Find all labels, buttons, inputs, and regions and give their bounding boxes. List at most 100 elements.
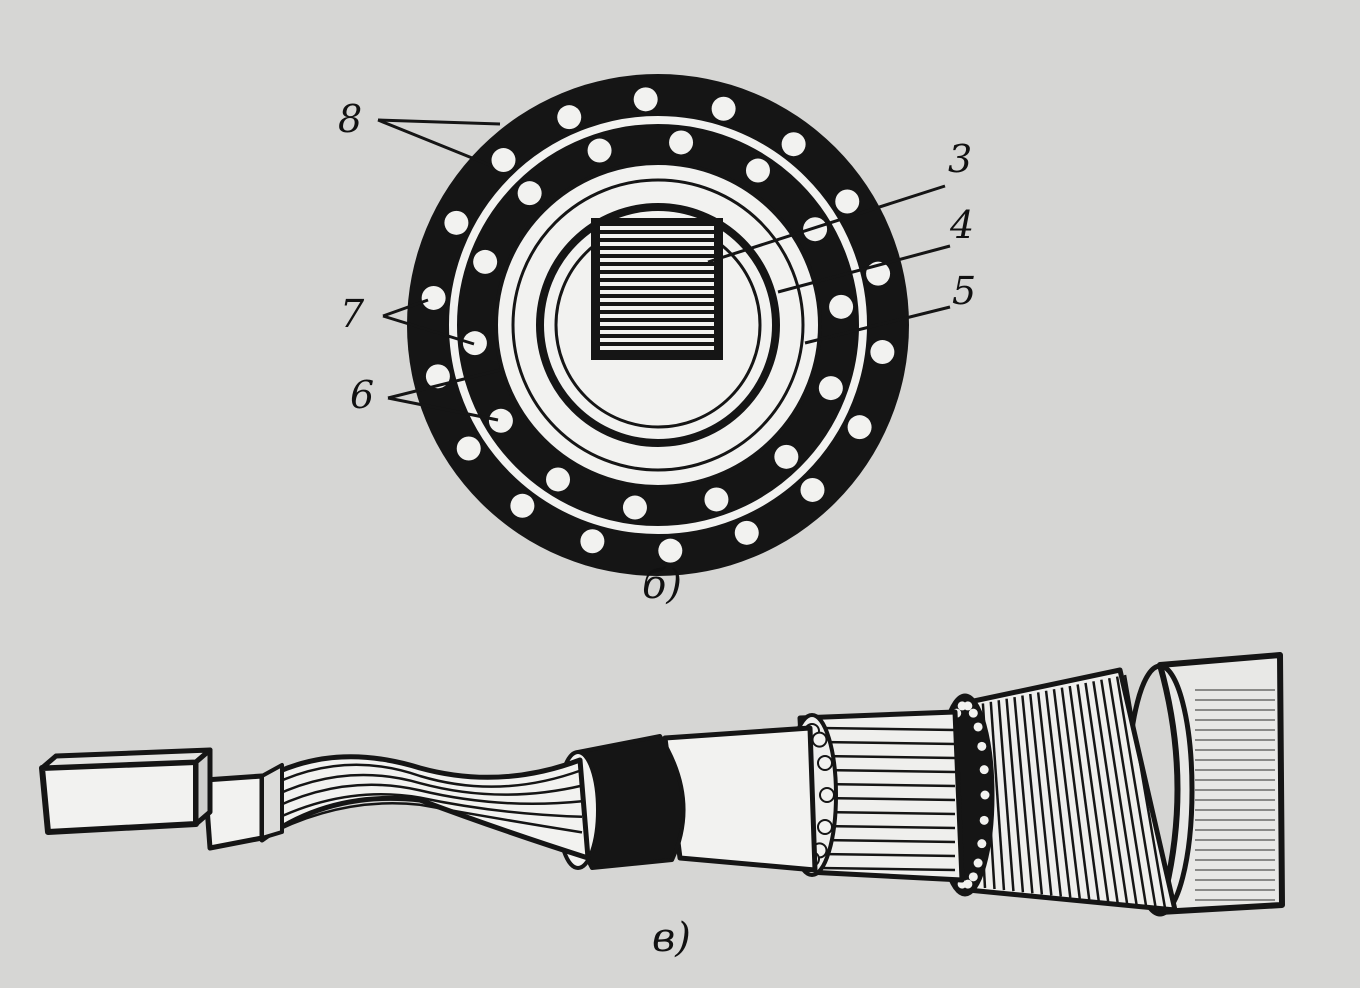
outer-conductor-hole (633, 87, 658, 112)
armour-wire-line (1115, 676, 1157, 908)
armour-wire-line (1029, 693, 1053, 896)
outer-conductor-hole (425, 364, 450, 389)
inner-wire-end-dot (811, 731, 828, 748)
inner-wire-end-dot (819, 787, 835, 803)
inner-conductor-hole (704, 487, 729, 512)
armour-wire-line (1123, 674, 1167, 909)
core-step (202, 773, 265, 851)
cable-cutaway (39, 652, 1285, 917)
twist-line (261, 783, 583, 816)
inner-conductor-hole (829, 294, 854, 319)
twist-line (261, 773, 583, 804)
leader-7b (382, 314, 475, 346)
outer-conductor-hole (456, 436, 481, 461)
outer-conductor-hole (870, 340, 895, 365)
twist-lines (261, 763, 583, 840)
armour-wire-line (1044, 690, 1072, 898)
outer-conductor-hole (444, 210, 469, 235)
label-3: 3 (948, 137, 973, 181)
armour-end-dot (963, 701, 973, 711)
outer-conductor-hole (734, 520, 759, 545)
inner-conductor-hole (669, 130, 694, 155)
inner-conductor-hole (473, 249, 498, 274)
inner-conductor-hole (462, 331, 487, 356)
inner-conductor-hole (488, 408, 513, 433)
inner-wire-line (819, 838, 956, 844)
armour-end-dot (977, 741, 987, 751)
armour-wire-line (1100, 679, 1138, 906)
outer-conductor-hole (580, 529, 605, 554)
inner-wire-line (819, 740, 956, 746)
twist-line (261, 793, 583, 828)
inner-wire-line (819, 852, 956, 858)
outer-conductors (421, 87, 895, 563)
armour-end-dot (968, 872, 978, 882)
caption-v: в) (652, 915, 691, 961)
outer-conductor-hole (847, 415, 872, 440)
core-3 (591, 218, 723, 360)
armour-wire-line (1005, 698, 1025, 893)
inner-conductor-hole (818, 376, 843, 401)
end-bar (39, 759, 199, 835)
armour-end-dot (968, 708, 978, 718)
label-4: 4 (950, 203, 975, 247)
armour-end-dot (973, 722, 983, 732)
inner-conductor-hole (546, 467, 571, 492)
leader-lines (377, 118, 951, 422)
armour-end-dot (973, 858, 983, 868)
armour-wire-line (1084, 682, 1119, 903)
outer-conductor-hole (711, 96, 736, 121)
armour-end-dot (980, 790, 990, 800)
armour-wire-line (997, 700, 1015, 892)
outer-conductor-hole (800, 477, 825, 502)
outer-sheath-white-ring (449, 116, 867, 534)
twist-line (261, 802, 583, 840)
outer-conductor-hole (835, 189, 860, 214)
inner-conductor-hole (587, 138, 612, 163)
leader-5 (804, 305, 951, 345)
inner-wire-end-dot (816, 755, 833, 771)
inner-wire-line (819, 726, 956, 732)
label-7: 7 (340, 292, 365, 336)
leader-6a (387, 368, 501, 400)
leader-3 (707, 184, 946, 264)
core-step-side (260, 763, 284, 840)
outer-conductor-hole (658, 538, 683, 563)
inner-conductor-hole (517, 181, 542, 206)
leader-6b (387, 396, 499, 422)
armour-wire-line (1013, 696, 1034, 894)
outer-conductor-hole (781, 132, 806, 157)
inner-conductor-hole (622, 495, 647, 520)
leader-4 (777, 244, 951, 294)
outer-conductor-hole (491, 148, 516, 173)
inner-wire-line (819, 782, 956, 788)
inner-conductor-hole (745, 158, 770, 183)
label-8: 8 (338, 97, 363, 141)
inner-wire-line (819, 824, 956, 830)
twisted-strands (255, 754, 591, 861)
core-laminations (600, 226, 714, 350)
cross-section (377, 74, 951, 576)
caption-b: б) (642, 562, 683, 608)
armour-wire-line (1107, 677, 1148, 907)
inner-wire-line (819, 796, 956, 802)
inner-ring-line (511, 178, 805, 472)
inner-wire-line (819, 768, 956, 774)
armour-wire-line (1092, 681, 1129, 904)
armour-wire-line (1036, 692, 1063, 897)
armour-end-dot (979, 815, 989, 825)
armour-wire-line (1076, 684, 1110, 902)
leader-7a (382, 298, 429, 318)
jacket-hatching (1195, 689, 1275, 901)
insulation-tube (662, 725, 818, 873)
twist-line (261, 763, 583, 792)
label-5: 5 (952, 269, 977, 313)
inner-wire-end-dot (816, 819, 833, 835)
end-bar-side (193, 747, 213, 827)
inner-conductors (462, 130, 854, 520)
armour-wire-line (989, 701, 1006, 891)
leader-8b (377, 118, 493, 168)
leader-8a (377, 118, 501, 126)
outer-conductor-hole (557, 105, 582, 130)
